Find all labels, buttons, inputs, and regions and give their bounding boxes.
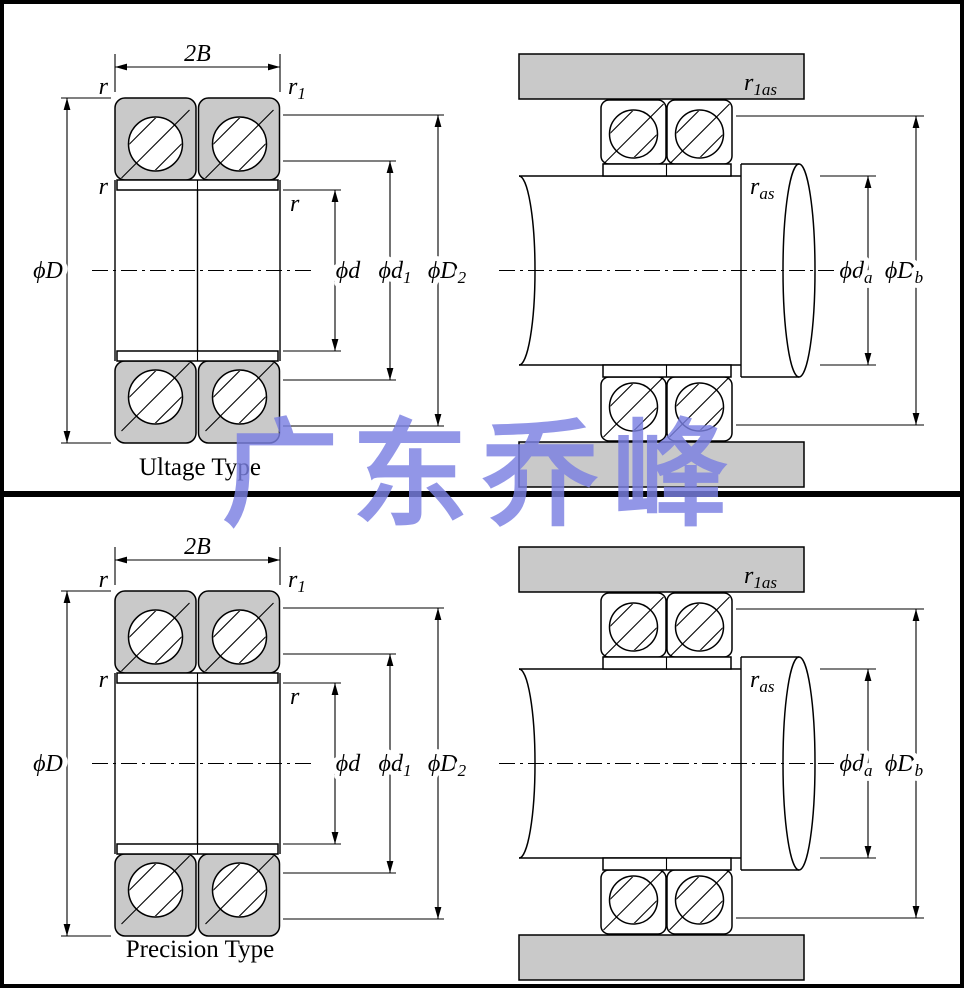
panel-divider [4, 491, 960, 497]
label-phi-d1: ϕd1 [379, 751, 412, 780]
panel-ultage-type: 2B r r1 r r ϕD ϕd ϕd1 ϕD2 r1as ras ϕda ϕ… [4, 4, 960, 491]
label-phi-d: ϕd [336, 258, 361, 284]
label-phi-D2: ϕD2 [428, 258, 467, 287]
label-phi-Db: ϕDb [885, 258, 923, 287]
label-2b: 2B [184, 41, 211, 67]
label-phi-D2: ϕD2 [428, 751, 467, 780]
label-r-mid-right: r [290, 191, 300, 217]
label-phi-d1: ϕd1 [379, 258, 412, 287]
label-2b: 2B [184, 534, 211, 560]
caption-precision-type: Precision Type [126, 936, 274, 963]
label-r1: r1 [288, 74, 306, 103]
label-ras: ras [750, 667, 775, 696]
caption-ultage-type: Ultage Type [139, 454, 261, 481]
label-r-mid-left: r [99, 667, 109, 693]
label-r-mid-left: r [99, 174, 109, 200]
label-phi-d: ϕd [336, 751, 361, 777]
label-ras: ras [750, 174, 775, 203]
label-r-top-left: r [99, 74, 109, 100]
panel-precision-type: 2B r r1 r r ϕD ϕd ϕd1 ϕD2 r1as ras ϕda ϕ… [4, 497, 960, 984]
label-phi-D: ϕD [33, 258, 63, 284]
label-r1as: r1as [744, 70, 777, 99]
bearing-diagram-svg: 2B r r1 r r ϕD ϕd ϕd1 ϕD2 r1as ras ϕda ϕ… [28, 41, 928, 491]
label-phi-Db: ϕDb [885, 751, 923, 780]
label-r-mid-right: r [290, 684, 300, 710]
label-r-top-left: r [99, 567, 109, 593]
bearing-diagram-svg: 2B r r1 r r ϕD ϕd ϕd1 ϕD2 r1as ras ϕda ϕ… [28, 534, 928, 984]
label-phi-D: ϕD [33, 751, 63, 777]
label-r1: r1 [288, 567, 306, 596]
label-r1as: r1as [744, 563, 777, 592]
